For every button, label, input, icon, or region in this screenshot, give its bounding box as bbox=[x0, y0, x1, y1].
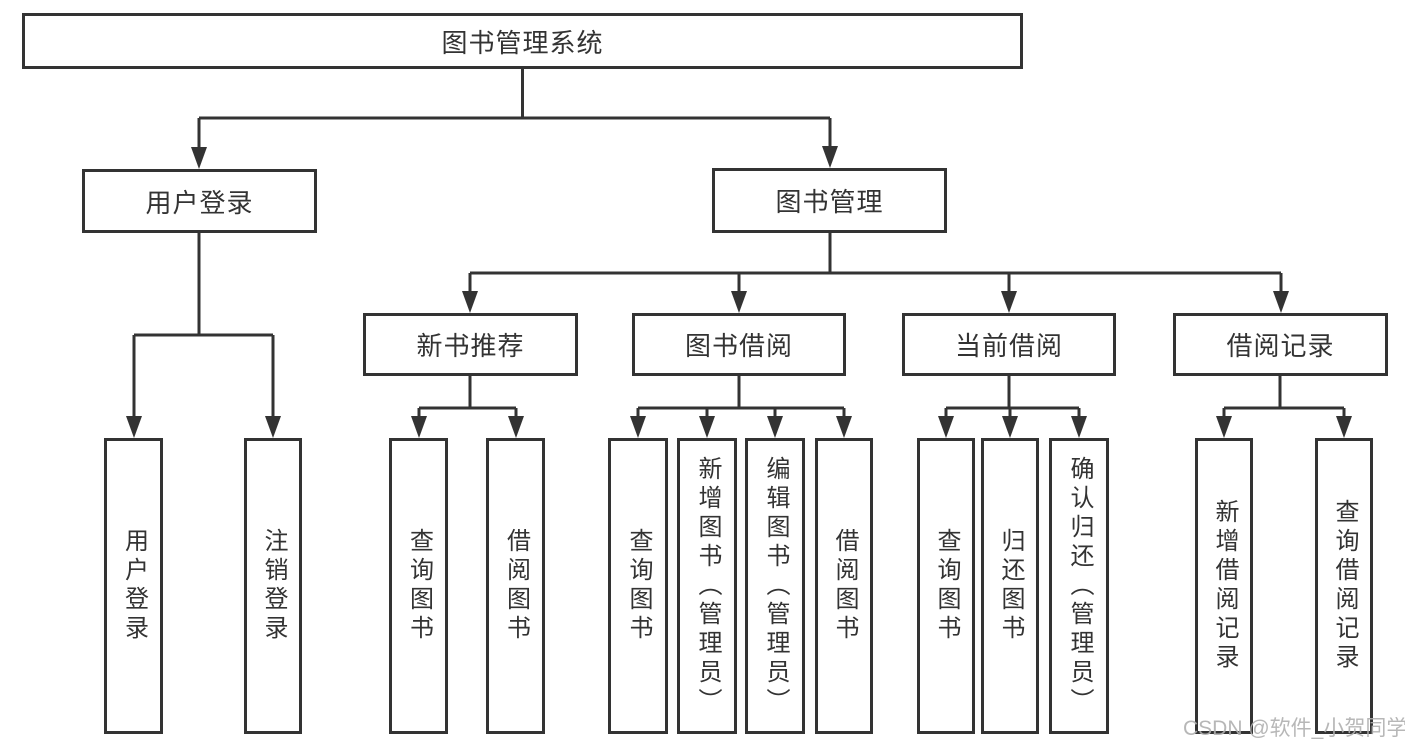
leaf-query-books-recommend: 查询图书 bbox=[389, 438, 448, 734]
arrow-down-icon bbox=[731, 291, 747, 313]
arrow-down-icon bbox=[1216, 416, 1232, 438]
leaf-return-books: 归还图书 bbox=[981, 438, 1039, 734]
connector-book-management-to-level3 bbox=[468, 233, 1283, 295]
arrow-down-icon bbox=[836, 416, 852, 438]
node-label: 确认归还（管理员） bbox=[1066, 455, 1093, 717]
node-label: 用户登录 bbox=[120, 528, 148, 644]
arrow-down-icon bbox=[191, 147, 207, 169]
node-book-borrowing: 图书借阅 bbox=[632, 313, 846, 376]
connector-book-borrow-to-leaves bbox=[636, 376, 846, 420]
node-label: 新增图书（管理员） bbox=[694, 455, 721, 717]
arrow-down-icon bbox=[822, 146, 838, 168]
node-label: 当前借阅 bbox=[954, 331, 1063, 361]
node-label: 图书管理 bbox=[775, 187, 884, 217]
node-label: 借阅图书 bbox=[502, 528, 530, 644]
node-label: 借阅记录 bbox=[1226, 331, 1335, 361]
arrow-down-icon bbox=[699, 416, 715, 438]
arrow-down-icon bbox=[1336, 416, 1352, 438]
node-label: 图书借阅 bbox=[684, 331, 793, 361]
node-borrowing-records: 借阅记录 bbox=[1173, 313, 1388, 376]
arrow-down-icon bbox=[126, 416, 142, 438]
connector-new-book-to-leaves bbox=[417, 376, 518, 420]
arrow-down-icon bbox=[265, 416, 281, 438]
node-label: 查询图书 bbox=[625, 528, 652, 644]
leaf-edit-books-admin: 编辑图书（管理员） bbox=[745, 438, 805, 734]
node-current-borrowing: 当前借阅 bbox=[902, 313, 1116, 376]
arrow-down-icon bbox=[508, 416, 524, 438]
leaf-query-books-borrow: 查询图书 bbox=[608, 438, 668, 734]
connector-user-login-to-leaves bbox=[132, 233, 275, 420]
csdn-watermark: CSDN @软件_小贺同学 bbox=[1183, 717, 1405, 740]
node-book-management: 图书管理 bbox=[712, 168, 947, 233]
node-new-book-recommendation: 新书推荐 bbox=[363, 313, 578, 376]
arrow-down-icon bbox=[411, 416, 427, 438]
node-label: 新增借阅记录 bbox=[1211, 499, 1238, 673]
leaf-borrow-books: 借阅图书 bbox=[815, 438, 873, 734]
arrow-down-icon bbox=[938, 416, 954, 438]
node-label: 编辑图书（管理员） bbox=[762, 455, 789, 717]
node-library-management-system: 图书管理系统 bbox=[22, 13, 1023, 69]
arrow-down-icon bbox=[630, 416, 646, 438]
node-label: 借阅图书 bbox=[831, 528, 858, 644]
node-label: 新书推荐 bbox=[416, 331, 525, 361]
arrow-down-icon bbox=[1273, 291, 1289, 313]
arrow-down-icon bbox=[1002, 416, 1018, 438]
leaf-user-login: 用户登录 bbox=[104, 438, 163, 734]
connector-current-borrow-to-leaves bbox=[944, 376, 1081, 420]
leaf-logout: 注销登录 bbox=[244, 438, 302, 734]
node-label: 归还图书 bbox=[997, 528, 1024, 644]
node-label: 查询借阅记录 bbox=[1331, 499, 1358, 673]
arrow-down-icon bbox=[767, 416, 783, 438]
leaf-add-borrow-record: 新增借阅记录 bbox=[1195, 438, 1253, 734]
node-label: 注销登录 bbox=[260, 528, 287, 644]
arrow-down-icon bbox=[1071, 416, 1087, 438]
leaf-add-books-admin: 新增图书（管理员） bbox=[677, 438, 737, 734]
node-label: 图书管理系统 bbox=[441, 27, 604, 58]
leaf-borrow-books-recommend: 借阅图书 bbox=[486, 438, 545, 734]
leaf-query-borrow-record: 查询借阅记录 bbox=[1315, 438, 1373, 734]
connector-borrow-records-to-leaves bbox=[1222, 376, 1346, 420]
node-label: 用户登录 bbox=[145, 187, 254, 218]
node-user-login: 用户登录 bbox=[82, 169, 317, 233]
arrow-down-icon bbox=[462, 291, 478, 313]
arrow-down-icon bbox=[1001, 291, 1017, 313]
connector-root-to-level2 bbox=[197, 69, 832, 150]
node-label: 查询图书 bbox=[933, 528, 960, 644]
leaf-query-books-current: 查询图书 bbox=[917, 438, 975, 734]
node-label: 查询图书 bbox=[405, 528, 433, 644]
leaf-confirm-return-admin: 确认归还（管理员） bbox=[1049, 438, 1109, 734]
